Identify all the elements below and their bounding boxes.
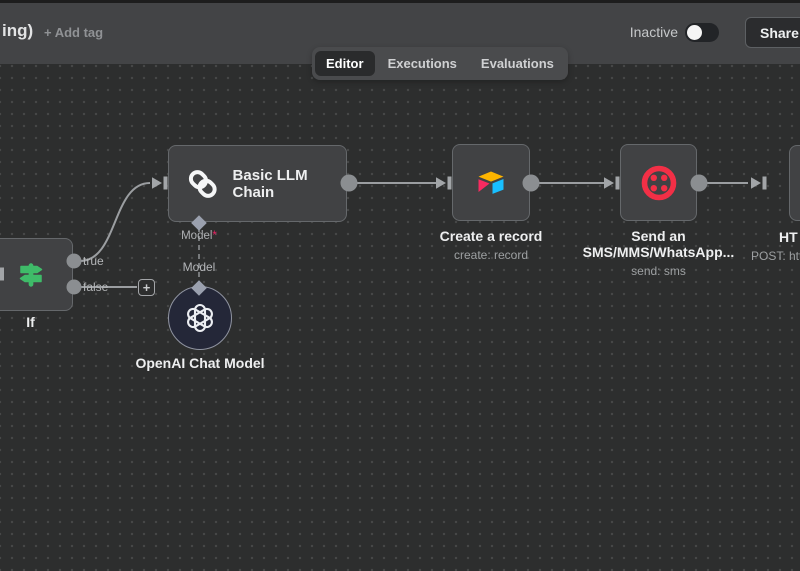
node-http-subtitle: POST: http [751, 249, 800, 263]
view-tabbar: Editor Executions Evaluations [312, 47, 568, 80]
port-airtable-input [436, 177, 446, 189]
node-openai-chat-model[interactable] [168, 286, 232, 350]
connections-layer [0, 174, 767, 296]
node-http-request[interactable] [789, 145, 800, 221]
node-http-label: HT [779, 229, 798, 245]
node-airtable-label: Create a record create: record [406, 228, 576, 263]
activation-toggle[interactable] [685, 23, 719, 42]
node-basic-llm-chain-label: Basic LLM Chain [232, 166, 308, 201]
node-if[interactable] [0, 238, 73, 311]
output-true-label: true [83, 254, 104, 268]
node-basic-llm-chain[interactable]: Basic LLM Chain [168, 145, 347, 222]
chain-link-icon [188, 169, 217, 198]
required-asterisk: * [212, 230, 217, 242]
share-button[interactable]: Share [745, 17, 800, 48]
twilio-icon [641, 165, 676, 200]
node-if-label: If [26, 314, 35, 330]
activation-status-label: Inactive [629, 24, 678, 40]
port-twilio-input [604, 177, 614, 189]
window-top-edge [0, 0, 800, 3]
tab-editor[interactable]: Editor [315, 51, 375, 76]
add-tag-button[interactable]: + Add tag [44, 25, 104, 40]
node-airtable-create-record[interactable] [452, 144, 530, 221]
port-http-input [751, 177, 761, 189]
tab-executions[interactable]: Executions [387, 56, 457, 71]
model-connection-label: Model [182, 260, 216, 274]
workflow-title[interactable]: ing) [2, 21, 34, 40]
workflow-canvas[interactable]: If true false + Basic LLM Chain Model* M… [0, 64, 800, 571]
node-twilio-subtitle: send: sms [631, 264, 686, 278]
node-openai-label: OpenAI Chat Model [135, 355, 265, 371]
add-node-plus-button[interactable]: + [138, 279, 155, 296]
port-llm-input [152, 177, 162, 189]
node-twilio-label: Send an SMS/MMS/WhatsApp... send: sms [575, 228, 742, 279]
openai-logo-icon [187, 303, 213, 333]
tab-evaluations[interactable]: Evaluations [480, 56, 554, 71]
model-port-label: Model* [181, 230, 217, 242]
output-false-label: false [83, 280, 109, 294]
toggle-knob [687, 25, 702, 40]
node-twilio-send-sms[interactable] [620, 144, 697, 221]
node-airtable-subtitle: create: record [453, 248, 529, 262]
airtable-icon [478, 171, 504, 194]
if-filter-icon [19, 262, 42, 287]
